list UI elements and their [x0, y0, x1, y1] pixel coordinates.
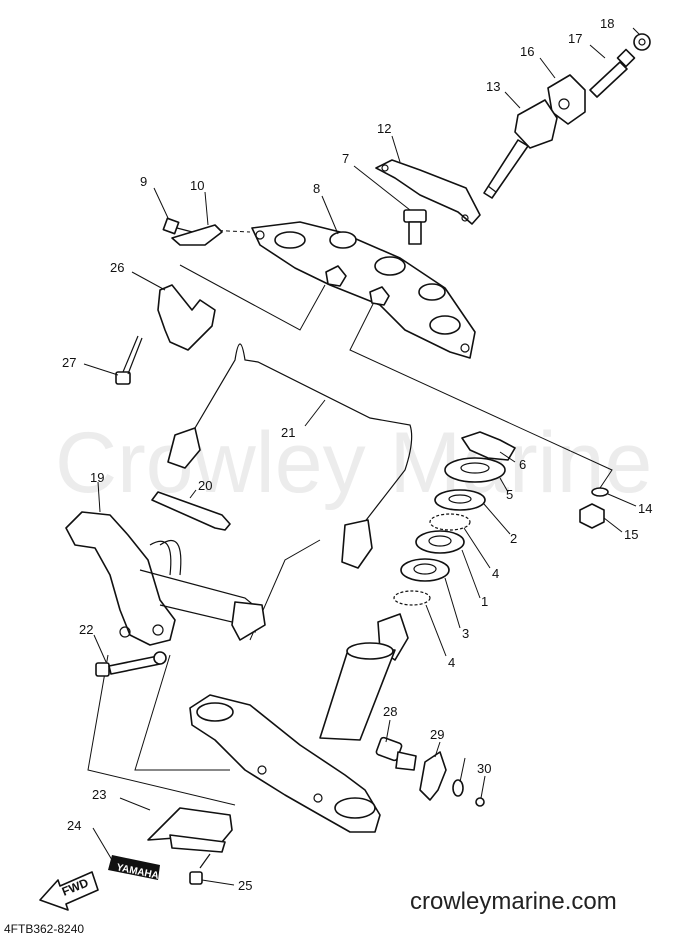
balls-4-lower — [393, 590, 431, 606]
shaft-12 — [483, 99, 558, 199]
steering-arm-18 — [65, 511, 266, 646]
bolt-21 — [95, 651, 167, 677]
cap-nut-17 — [633, 33, 651, 51]
fwd-arrow-icon: FWD — [39, 871, 99, 911]
leader-lines — [83, 27, 641, 886]
screw-24 — [189, 853, 211, 885]
upper-bracket-8 — [251, 221, 476, 359]
callout-19: 20 — [198, 478, 212, 493]
balls-4-upper — [429, 513, 471, 531]
fitting-27 — [375, 736, 417, 771]
callout-23: 24 — [67, 818, 81, 833]
callout-21: 22 — [79, 622, 93, 637]
cable-20 — [167, 343, 413, 569]
callout-26: 27 — [62, 355, 76, 370]
race-1-lower — [400, 558, 450, 582]
callout-13: 14 — [638, 501, 652, 516]
callout-1: 1 — [481, 594, 488, 609]
callout-4-lower: 4 — [448, 655, 455, 670]
callout-22: 23 — [92, 787, 106, 802]
callout-24: 25 — [238, 878, 252, 893]
drawing-code: 4FTB362-8240 — [4, 922, 84, 936]
bolt-16 — [589, 48, 636, 98]
callout-10: 10 — [190, 178, 204, 193]
callout-27: 28 — [383, 704, 397, 719]
race-1-upper — [415, 530, 465, 554]
callout-2: 2 — [510, 531, 517, 546]
callout-8: 8 — [313, 181, 320, 196]
grommets — [325, 265, 390, 306]
watermark: Crowley Marine — [55, 415, 652, 511]
callout-9: 9 — [140, 174, 147, 189]
callout-12: 13 — [486, 79, 500, 94]
lower-bracket — [189, 694, 381, 833]
bolt-9 — [162, 217, 201, 235]
callout-4-upper: 4 — [492, 566, 499, 581]
callout-14: 15 — [624, 527, 638, 542]
callout-17: 18 — [600, 16, 614, 31]
clip-22 — [147, 807, 233, 853]
clip-10 — [171, 224, 223, 246]
washer-30 — [452, 779, 464, 797]
cable-tie-19 — [151, 491, 231, 531]
callout-15: 16 — [520, 44, 534, 59]
callout-11: 12 — [377, 121, 391, 136]
washer-13 — [591, 487, 609, 497]
yamaha-decal-23: YAMAHA — [108, 855, 160, 882]
washer-2 — [434, 489, 486, 511]
bolt-7 — [403, 209, 427, 245]
callout-6: 6 — [519, 457, 526, 472]
callout-16: 17 — [568, 31, 582, 46]
callout-3: 3 — [462, 626, 469, 641]
callout-29: 30 — [477, 761, 491, 776]
bracket-25 — [157, 284, 216, 351]
bolt-26 — [115, 335, 143, 385]
plate-11 — [375, 159, 481, 225]
nut-14 — [579, 503, 605, 529]
callout-18: 19 — [90, 470, 104, 485]
callout-7: 7 — [342, 151, 349, 166]
pin-29 — [475, 797, 485, 807]
callout-labels: 18 17 16 13 12 7 8 9 10 26 27 21 20 19 2… — [62, 16, 652, 893]
callout-20: 21 — [281, 425, 295, 440]
callout-25: 26 — [110, 260, 124, 275]
callout-5: 5 — [506, 487, 513, 502]
ring-nut-5 — [444, 457, 506, 483]
bracket-28 — [419, 751, 447, 801]
site-url: crowleymarine.com — [410, 888, 617, 915]
callout-28: 29 — [430, 727, 444, 742]
steering-stem — [319, 613, 409, 741]
